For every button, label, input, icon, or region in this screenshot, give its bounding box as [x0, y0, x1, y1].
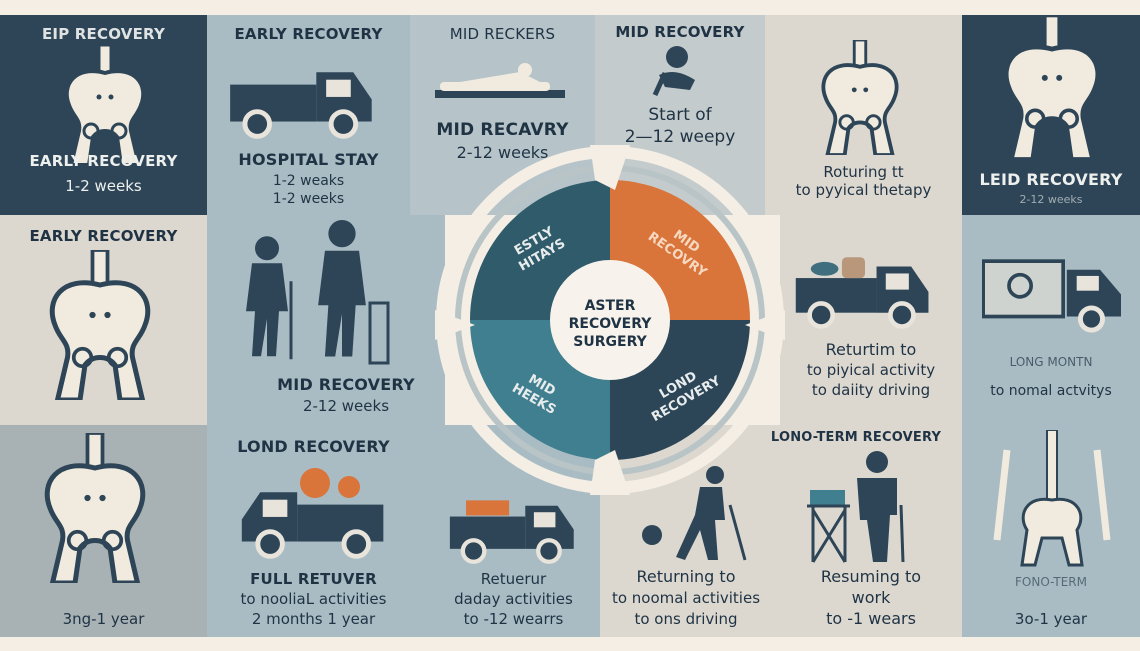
panel-duration: 1-2 weeks — [272, 191, 345, 207]
panel-label: Returning to — [636, 567, 736, 586]
panel-duration: 2-12 weeks — [1019, 193, 1083, 206]
panel-duration: to -1 wears — [826, 609, 916, 628]
panel-text: daday activities — [454, 590, 573, 608]
panel-duration: to -12 wearrs — [463, 610, 564, 628]
moving-truck-icon — [982, 259, 1121, 333]
panel-label: EARLY RECOVERY — [29, 152, 178, 170]
panel-title: LONO-TERM RECOVERY — [770, 430, 942, 445]
center-text: ASTER — [585, 298, 636, 314]
person-walking-cane-icon — [642, 466, 747, 561]
skeleton-icon — [993, 430, 1111, 567]
balloons-icon — [300, 468, 360, 498]
rehab-bed-icon — [435, 63, 565, 98]
pelvis-icon — [821, 40, 899, 155]
pelvis-icon — [30, 250, 170, 400]
panel-duration: 1-2 weaks — [272, 173, 345, 189]
panel-mid-recovery-walking: MID RECOVERY 2-12 weeks — [207, 215, 445, 425]
person-with-cane-icon — [246, 236, 293, 360]
center-text: SURGERY — [573, 334, 647, 350]
pelvis-icon — [64, 45, 146, 165]
panel-text: to nooliaL activities — [240, 590, 387, 608]
pelvis-icon — [20, 433, 170, 583]
panel-duration: 3o-1 year — [1014, 610, 1088, 628]
panel-duration: 1-2 weeks — [65, 177, 142, 195]
panel-long-months: LONG MONTN to nomal actvitys — [962, 215, 1140, 425]
truck-icon — [442, 500, 587, 565]
panel-one-year-pelvis: 3ng-1 year — [0, 425, 207, 637]
panel-text: to piyical activity — [806, 361, 936, 379]
panel-title: EARLY RECOVERY — [234, 25, 383, 43]
truck-icon — [790, 257, 940, 330]
panel-text: to daiity driving — [811, 381, 931, 399]
panel-text: work — [851, 588, 891, 607]
panel-label: FONO-TERM — [1015, 575, 1087, 589]
panel-title: LOND RECOVERY — [237, 437, 390, 456]
walker-icon — [368, 301, 390, 365]
pelvis-icon — [992, 15, 1112, 160]
panel-duration: 2—12 weepy — [624, 127, 736, 147]
panel-text: to noomal activities — [611, 589, 761, 607]
panel-text: Start of — [648, 105, 712, 125]
panel-early-recovery-pelvis: EARLY RECOVERY — [0, 215, 207, 425]
panel-physical-therapy: Roturing tt to pyyical thetapy — [765, 15, 962, 215]
panel-text: to pyyical thetapy — [795, 181, 932, 199]
person-with-chair-icon — [807, 451, 905, 563]
panel-mid-recovery-bed: MID RECKERS MID RECAVRY 2-12 weeks — [410, 15, 595, 215]
panel-title: EIP RECOVERY — [41, 25, 166, 43]
panel-text: to nomal actvitys — [990, 383, 1112, 399]
panel-long-recovery: LOND RECOVERY FULL RETUVER to nooliaL ac… — [207, 425, 600, 637]
panel-label: MID RECOVERY — [277, 375, 415, 394]
panel-label: HOSPITAL STAY — [238, 150, 379, 169]
center-circle — [550, 260, 670, 380]
panel-text: to ons driving — [634, 610, 738, 628]
center-text: RECOVERY — [569, 316, 653, 332]
panel-label: FULL RETUVER — [250, 570, 377, 588]
panel-label: LEID RECOVERY — [979, 170, 1123, 189]
panel-duration: 2-12 weeks — [456, 143, 549, 162]
panel-duration: 2 months 1 year — [251, 610, 376, 628]
panel-title: EARLY RECOVERY — [29, 227, 178, 245]
panel-title: MID RECKERS — [449, 25, 556, 43]
panel-return-activity: Returtim to to piyical activity to daiit… — [780, 215, 962, 425]
panel-label: MID RECAVRY — [436, 120, 569, 140]
panel-label: Resuming to — [820, 567, 922, 586]
panel-title: MID RECOVERY — [615, 23, 745, 41]
panel-text: Roturing tt — [823, 163, 904, 181]
panel-late-recovery: LEID RECOVERY 2-12 weeks — [962, 15, 1140, 215]
panel-hospital-stay: EARLY RECOVERY HOSPITAL STAY 1-2 weaks 1… — [207, 15, 410, 215]
panel-long-term-skeleton: FONO-TERM 3o-1 year — [962, 425, 1140, 637]
panel-text: Returtim to — [825, 340, 917, 359]
panel-label: Retuerur — [480, 570, 547, 588]
person-exercise-icon — [652, 46, 695, 97]
panel-duration: 2-12 weeks — [302, 397, 390, 415]
truck-icon — [229, 60, 379, 140]
panel-hip-recovery: EIP RECOVERY EARLY RECOVERY 1-2 weeks — [0, 15, 207, 215]
panel-duration: 3ng-1 year — [62, 610, 145, 628]
panel-label: LONG MONTN — [1009, 355, 1093, 369]
